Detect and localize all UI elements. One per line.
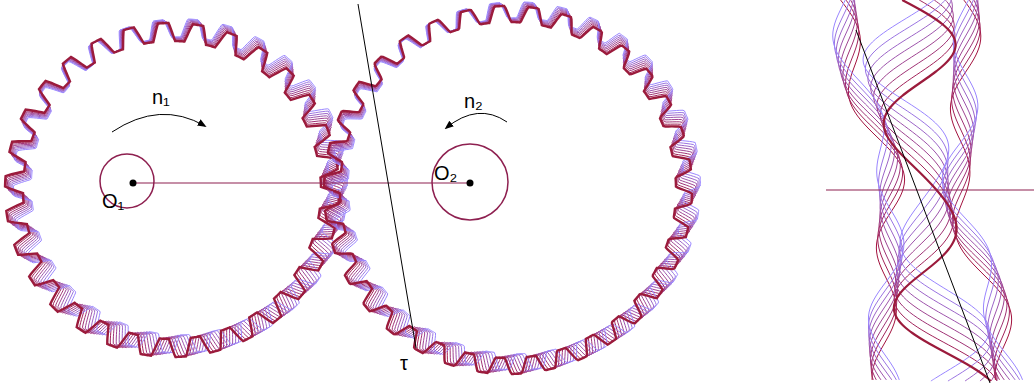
center-dot: [130, 180, 137, 187]
rotation-arrow: [112, 114, 205, 132]
tangent-label: τ: [398, 352, 410, 374]
rotation-arrow: [446, 113, 507, 128]
gear-outline: [13, 19, 347, 353]
center-label: O₂: [432, 162, 459, 184]
center-line: [133, 182, 470, 183]
tangent-line: [856, 30, 990, 383]
shaft-circle: [432, 144, 508, 220]
gear-outline: [12, 20, 346, 353]
gear-outline: [332, 2, 700, 370]
gear-outline: [324, 6, 692, 374]
axis-line: [826, 189, 1034, 190]
center-label: O₁: [100, 190, 126, 212]
center-dot: [467, 180, 474, 187]
gear-group: [5, 2, 700, 374]
rotation-label: n₂: [462, 90, 485, 112]
gear-outline: [5, 23, 339, 357]
rotation-label: n₁: [150, 86, 172, 108]
gear-outline: [11, 20, 345, 353]
tangent-line: [358, 4, 416, 348]
gear-outline: [9, 22, 343, 355]
